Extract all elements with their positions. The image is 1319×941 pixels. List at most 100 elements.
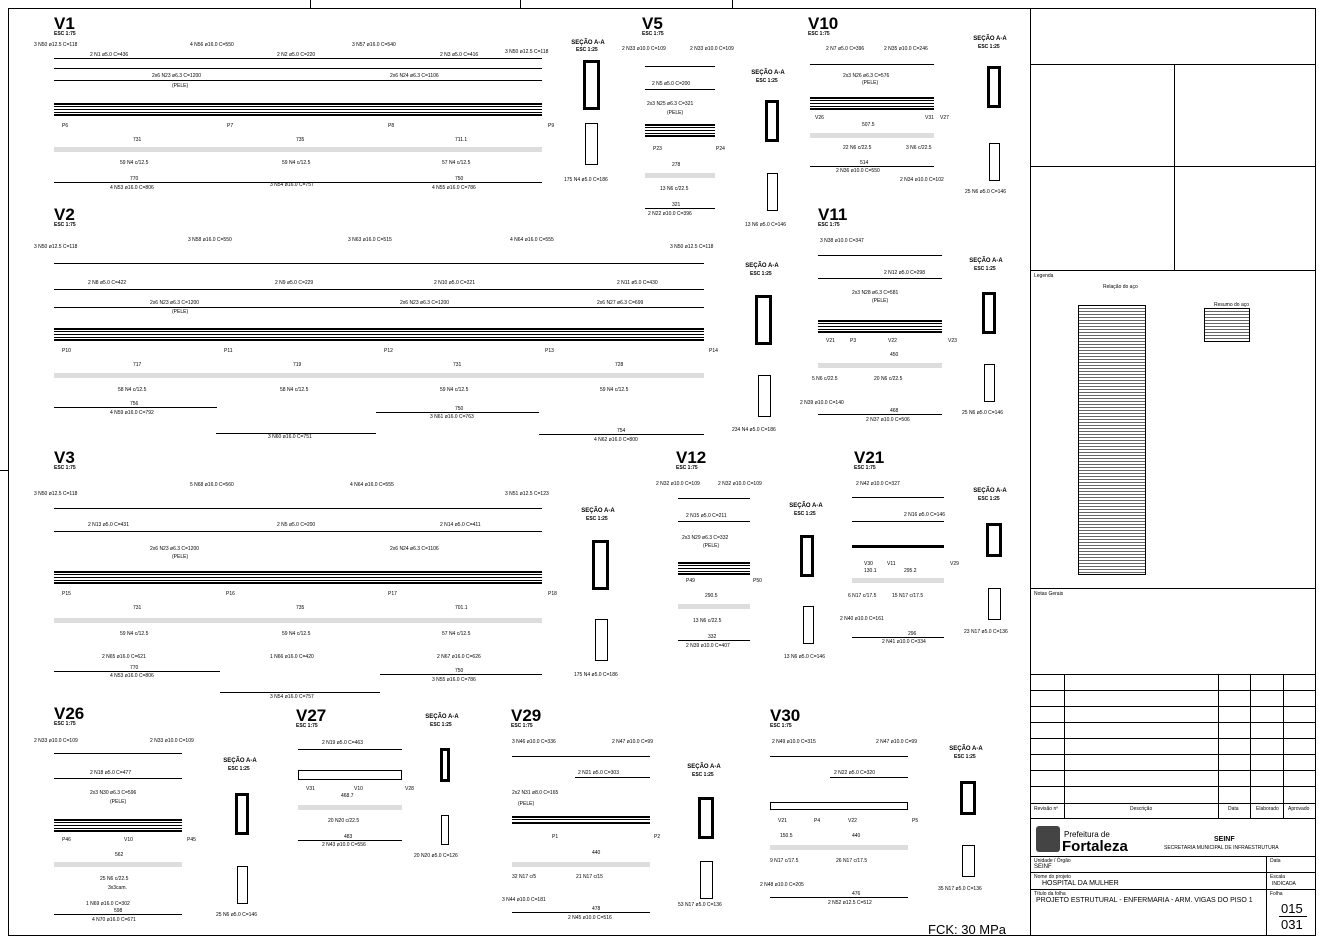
revision-grid <box>1283 674 1284 818</box>
bar-label: 2 N65 ø16.0 C=621 <box>102 654 146 660</box>
beam-title: V3 <box>54 448 75 467</box>
dim-label: 295.2 <box>904 568 917 574</box>
pillar-label: P11 <box>224 348 233 354</box>
stirrup-shape <box>595 619 608 661</box>
bar-label: 3 N51 ø12.5 C=123 <box>505 491 549 497</box>
section-a-a-diagram <box>986 523 1002 557</box>
section-a-a-diagram <box>592 540 609 590</box>
beam-scale: ESC 1:75 <box>54 31 76 37</box>
bar-label: 234 N4 ø5.0 C=186 <box>732 427 776 433</box>
bar-label: 3 N54 ø16.0 C=757 <box>270 694 314 700</box>
project-name: HOSPITAL DA MULHER <box>1042 880 1119 887</box>
divider <box>1030 856 1316 857</box>
bar-label: 2 N2 ø5.0 C=220 <box>277 52 316 58</box>
bar-label: 13 N6 ø5.0 C=146 <box>784 654 825 660</box>
bar-label: 2 N11 ø5.0 C=430 <box>617 280 658 286</box>
frame-tick <box>732 0 733 8</box>
bar-label: 4 N53 ø16.0 C=806 <box>110 673 154 679</box>
sheet-label: Folha <box>1270 891 1283 897</box>
dim-label: 290.5 <box>705 593 718 599</box>
stirrup-zone <box>54 373 704 378</box>
bar-label: 2 N52 ø12.5 C=512 <box>828 900 872 906</box>
dim-label: 476 <box>852 891 861 897</box>
date-label: Data <box>1270 858 1281 864</box>
beam-title: V11 <box>818 205 848 224</box>
beam-title: V12 <box>676 448 707 467</box>
stirrup-zone <box>818 363 942 368</box>
bar-label: 3 N50 ø12.5 C=118 <box>505 49 549 55</box>
bar-label: 3 N6 c/22.5 <box>906 145 932 151</box>
section-a-a-diagram <box>960 781 976 815</box>
bar-label: 2 N33 ø10.0 C=109 <box>150 738 194 744</box>
bar-label: (PELE) <box>518 801 535 807</box>
bar-label: (PELE) <box>862 80 879 86</box>
pillar-label: P13 <box>545 348 554 354</box>
bar-label: 2 N9 ø5.0 C=229 <box>275 280 314 286</box>
pillar-label: P24 <box>716 146 725 152</box>
pillar-label: P2 <box>654 834 661 840</box>
dim-label: 735 <box>296 605 305 611</box>
beam-scale: ESC 1:75 <box>818 222 840 228</box>
rebar-line <box>220 692 380 693</box>
bar-label: 2 N5 ø5.0 C=200 <box>652 81 691 87</box>
revision-header: Elaborado <box>1256 806 1279 812</box>
bar-label: 22 N6 c/22.5 <box>843 145 872 151</box>
bar-label: 2 N36 ø10.0 C=550 <box>836 168 880 174</box>
bar-label: 2 N8 ø5.0 C=422 <box>88 280 127 286</box>
bar-label: 20 N6 c/22.5 <box>874 376 903 382</box>
bar-label: 2x6 N24 ø6.3 C=1106 <box>390 73 439 79</box>
dim-label: 278 <box>672 162 681 168</box>
section-scale: ESC 1:25 <box>756 78 778 84</box>
dim-label: 750 <box>455 668 464 674</box>
rebar-line <box>810 64 934 65</box>
bar-label: 2 N47 ø10.0 C=99 <box>876 739 917 745</box>
pillar-label: V30 <box>864 561 873 567</box>
section-title: SEÇÃO A-A <box>425 714 459 720</box>
bar-label: 4 N53 ø16.0 C=806 <box>110 185 154 191</box>
bar-label: 20 N20 c/22.5 <box>328 818 360 824</box>
stirrup-zone <box>54 862 182 867</box>
beam-title: V5 <box>642 14 663 33</box>
rebar-line <box>818 278 942 279</box>
bar-label: (PELE) <box>172 309 189 315</box>
beam-title: V30 <box>770 706 801 725</box>
bar-label: 2x6 N27 ø6.3 C=699 <box>597 300 644 306</box>
section-a-a-diagram <box>583 60 600 110</box>
dim-label: 440 <box>852 833 861 839</box>
section-title: SEÇÃO A-A <box>223 758 257 764</box>
frame-tick <box>0 470 8 471</box>
pillar-label: P5 <box>912 818 919 824</box>
divider <box>1030 889 1316 890</box>
rebar-line <box>54 182 542 183</box>
logo-text-line2: Fortaleza <box>1062 838 1128 855</box>
section-scale: ESC 1:25 <box>978 496 1000 502</box>
bar-label: 2x6 N24 ø6.3 C=1106 <box>390 546 439 552</box>
bar-label: 2 N37 ø10.0 C=506 <box>866 417 910 423</box>
drawing-sheet <box>8 8 1316 936</box>
divider <box>1030 64 1316 65</box>
pillar-label: P50 <box>753 578 762 584</box>
bar-label: 2 N33 ø10.0 C=109 <box>690 46 734 52</box>
rebar-line <box>818 414 942 415</box>
dim-label: 321 <box>672 202 681 208</box>
bar-label: 2 N39 ø10.0 C=407 <box>686 643 730 649</box>
beam-elevation <box>770 802 908 810</box>
bar-label: 4 N70 ø16.0 C=671 <box>92 917 136 923</box>
dim-label: 296 <box>908 631 917 637</box>
divider <box>1030 270 1316 271</box>
revision-grid <box>1030 706 1316 707</box>
pillar-label: V31 <box>925 115 934 121</box>
bar-label: 2 N15 ø5.0 C=211 <box>686 513 727 519</box>
bar-label: 2 N33 ø10.0 C=109 <box>34 738 78 744</box>
rebar-line <box>512 756 650 757</box>
bar-label: 13 N6 c/22.5 <box>693 618 722 624</box>
bar-label: 2 N22 ø10.0 C=396 <box>648 211 692 217</box>
pillar-label: P7 <box>227 123 234 129</box>
revision-grid <box>1064 674 1065 818</box>
rebar-line <box>512 912 650 913</box>
unit-label: Unidade / Órgão <box>1034 858 1071 864</box>
rebar-line <box>645 208 715 209</box>
logo-text-line1: Prefeitura de <box>1064 830 1110 839</box>
revision-header: Data <box>1228 806 1239 812</box>
steel-summary-title: Resumo do aço <box>1214 302 1250 308</box>
